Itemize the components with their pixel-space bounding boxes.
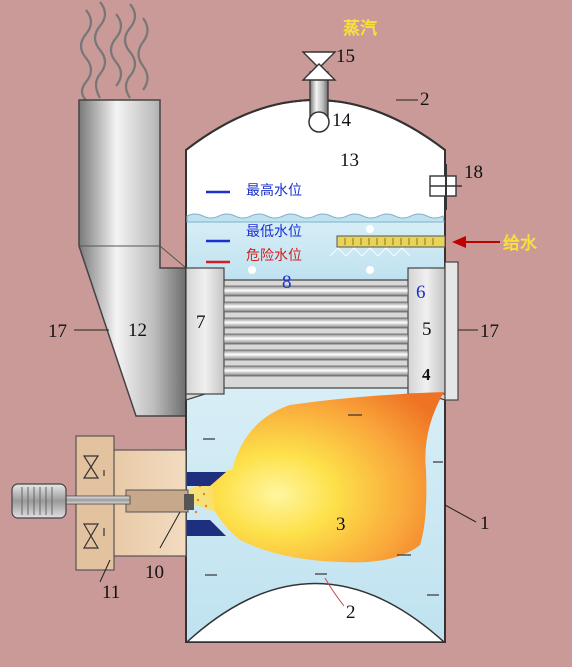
label-11: 11	[102, 582, 120, 603]
feedwater-pipe	[329, 235, 446, 257]
label-18: 18	[464, 162, 483, 183]
label-10: 10	[145, 562, 164, 583]
water-bubbles	[248, 225, 374, 274]
part-numbers: 1 2 2 3 4 5 6 7 8 10 11 12 13 14 15 17 1…	[48, 46, 499, 623]
label-7: 7	[196, 312, 206, 333]
danger-water-level-label: 危险水位	[246, 248, 302, 264]
chimney-flue	[78, 99, 187, 417]
feedwater-arrow-icon	[452, 236, 500, 248]
label-5: 5	[422, 319, 432, 340]
label-2-top: 2	[420, 89, 430, 110]
label-13: 13	[340, 150, 359, 171]
steam-label: 蒸汽	[343, 18, 377, 39]
label-17-left: 17	[48, 321, 67, 342]
water-level-markers	[206, 190, 230, 264]
smoke-icon	[79, 1, 149, 101]
steam-outlet-pipe	[308, 71, 330, 133]
lowest-water-level-label: 最低水位	[246, 224, 302, 240]
highest-water-level-label: 最高水位	[246, 182, 302, 199]
label-6: 6	[416, 282, 426, 303]
label-4: 4	[422, 365, 431, 384]
label-1: 1	[480, 513, 490, 534]
label-8: 8	[282, 272, 292, 293]
steam-valve-icon	[301, 51, 337, 81]
gauge-fitting-18	[429, 164, 462, 210]
leader-lines	[74, 99, 478, 607]
label-14: 14	[332, 110, 352, 131]
bottom-head	[185, 582, 446, 643]
furnace-flame	[188, 392, 444, 563]
tube-bank	[185, 261, 459, 401]
label-2-bottom: 2	[346, 602, 356, 623]
label-3: 3	[336, 514, 346, 535]
label-15: 15	[336, 46, 355, 67]
label-17-right: 17	[480, 321, 499, 342]
burner-throat	[186, 472, 226, 536]
label-12: 12	[128, 320, 147, 341]
water-dashes	[203, 414, 443, 596]
feedwater-label: 给水	[503, 233, 538, 254]
motor-icon	[11, 483, 67, 519]
burner-assembly	[65, 435, 194, 571]
